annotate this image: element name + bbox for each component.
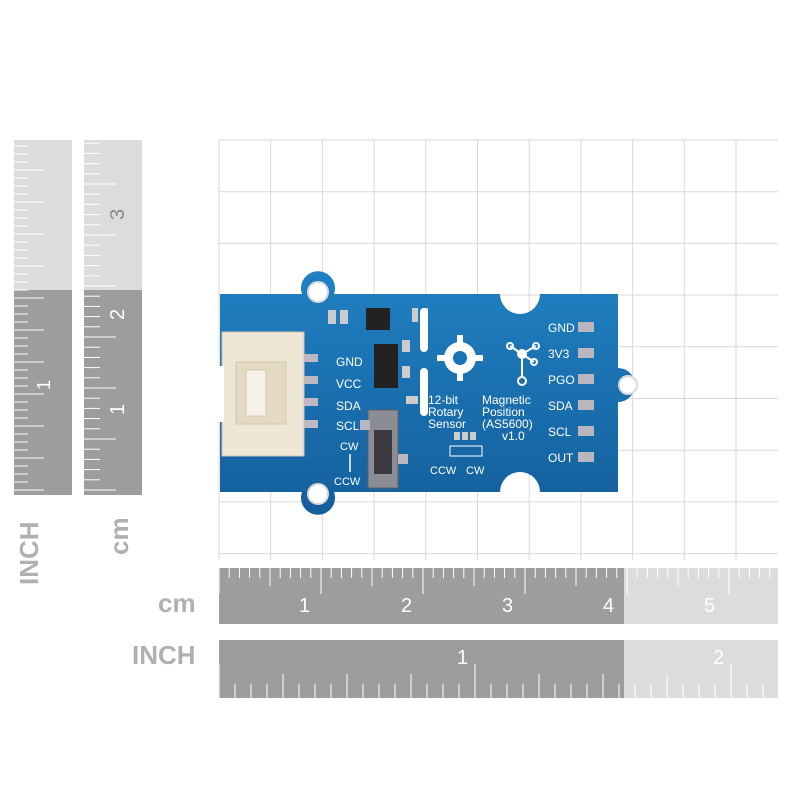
vertical-cm-label-2: 2 <box>107 309 129 320</box>
horizontal-cm-unit: cm <box>158 588 196 618</box>
left-pin-label: GND <box>336 355 363 369</box>
horizontal-inch-label-2: 2 <box>713 647 724 669</box>
vertical-cm-label-1: 1 <box>107 404 129 415</box>
right-pin-label: 3V3 <box>548 347 570 361</box>
title-right-line: v1.0 <box>502 429 525 443</box>
horizontal-cm-label-5: 5 <box>704 595 715 617</box>
title-left-line: Rotary <box>428 405 463 419</box>
vertical-inch-unit: INCH <box>14 521 44 585</box>
right-pin-pad <box>578 426 594 436</box>
vertical-cm-ruler: 3 2 1 <box>84 132 142 495</box>
switch-ccw-label: CCW <box>334 476 361 488</box>
title-right-line: Magnetic <box>482 393 531 407</box>
right-pin-label: SDA <box>548 399 573 413</box>
jumper-pads <box>449 432 483 457</box>
grove-board: GND VCC SDA SCL CW CCW <box>214 271 638 515</box>
left-pin-label: SDA <box>336 399 361 413</box>
horizontal-cm-label-4: 4 <box>603 595 614 617</box>
vertical-cm-label-3: 3 <box>107 209 129 220</box>
left-pin-label: SCL <box>336 419 360 433</box>
horizontal-cm-label-1: 1 <box>299 595 310 617</box>
horizontal-cm-label-2: 2 <box>401 595 412 617</box>
ic-chips <box>328 308 428 404</box>
right-pin-pad <box>578 348 594 358</box>
left-pin-label: VCC <box>336 377 362 391</box>
mounting-hole <box>307 281 329 303</box>
mounting-hole <box>307 483 329 505</box>
right-pin-label: GND <box>548 321 575 335</box>
horizontal-inch-label-1: 1 <box>457 647 468 669</box>
horizontal-inch-ruler: 1 2 <box>218 640 780 698</box>
right-pin-pad <box>578 400 594 410</box>
title-right-line: (AS5600) <box>482 417 533 431</box>
jumper-ccw-label: CCW <box>430 465 457 477</box>
jumper-cw-label: CW <box>466 465 485 477</box>
right-pin-pad <box>578 452 594 462</box>
gear-logo-icon <box>437 335 483 381</box>
title-left-line: 12-bit <box>428 393 459 407</box>
horizontal-cm-label-3: 3 <box>502 595 513 617</box>
right-pin-label: SCL <box>548 425 572 439</box>
vertical-cm-unit: cm <box>104 517 134 555</box>
switch-cw-label: CW <box>340 441 359 453</box>
right-pin-label: PGO <box>548 373 575 387</box>
network-logo-icon <box>506 342 540 386</box>
horizontal-cm-ruler: 1 2 3 4 5 <box>218 568 781 624</box>
right-pin-pad <box>578 322 594 332</box>
title-left-line: Sensor <box>428 417 466 431</box>
grove-connector <box>214 331 318 457</box>
title-right-line: Position <box>482 405 525 419</box>
vertical-inch-label-1: 1 <box>34 380 54 390</box>
mounting-hole <box>618 375 638 395</box>
slide-switch[interactable] <box>360 409 408 489</box>
right-pin-pad <box>578 374 594 384</box>
right-pin-label: OUT <box>548 451 574 465</box>
vertical-inch-ruler: 1 <box>14 137 72 495</box>
horizontal-inch-unit: INCH <box>132 640 196 670</box>
